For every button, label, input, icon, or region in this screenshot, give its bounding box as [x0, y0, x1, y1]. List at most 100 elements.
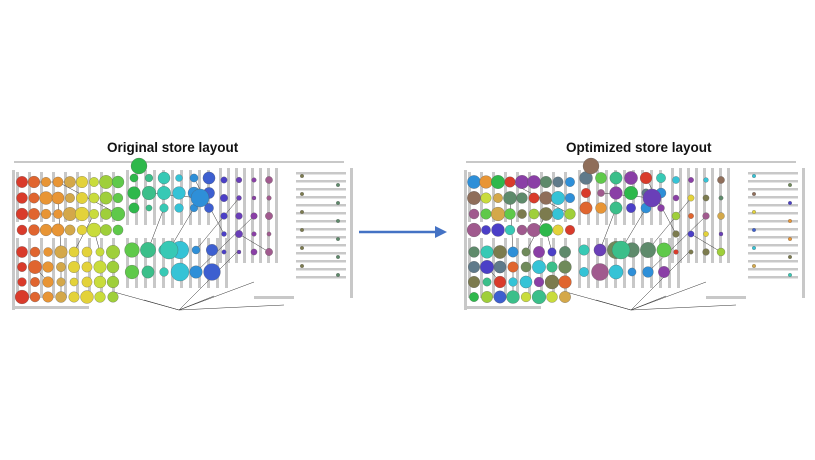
shelf [198, 238, 201, 288]
node [235, 212, 243, 220]
node [578, 244, 590, 256]
node [540, 176, 552, 188]
node [469, 292, 479, 302]
node [336, 255, 340, 259]
node [479, 175, 493, 189]
shelf [578, 170, 581, 225]
node [28, 208, 40, 220]
edge [143, 299, 180, 311]
node [546, 291, 558, 303]
shelf [296, 236, 346, 239]
node [482, 277, 492, 287]
shelf [605, 238, 608, 288]
edge [630, 249, 692, 311]
node [80, 290, 94, 304]
node [124, 264, 140, 280]
shelf [216, 238, 219, 288]
node [204, 203, 214, 213]
node [467, 175, 481, 189]
node [30, 277, 40, 287]
node [539, 191, 553, 205]
node [467, 191, 481, 205]
node [528, 192, 540, 204]
shelf [296, 252, 346, 255]
node [702, 212, 710, 220]
shelf [296, 276, 346, 279]
node [100, 224, 112, 236]
node [507, 246, 519, 258]
node [172, 186, 186, 200]
shelf [641, 170, 644, 225]
node [88, 192, 100, 204]
node [752, 192, 756, 196]
node [144, 173, 154, 183]
node [491, 223, 505, 237]
shelf [679, 168, 682, 263]
node [519, 275, 533, 289]
node [595, 172, 607, 184]
shelf [641, 238, 644, 288]
edge [178, 304, 285, 311]
node [206, 244, 218, 256]
node [99, 191, 113, 205]
node [517, 209, 527, 219]
node [53, 209, 63, 219]
node [64, 224, 76, 236]
node [251, 177, 257, 183]
node [221, 249, 227, 255]
node [597, 189, 605, 197]
node [16, 176, 28, 188]
shelf [296, 260, 346, 263]
node [533, 276, 545, 288]
shelf [171, 238, 174, 288]
node [107, 291, 119, 303]
node [642, 266, 654, 278]
node [468, 208, 480, 220]
shelf [296, 244, 346, 247]
node [64, 176, 76, 188]
shelf [296, 220, 346, 223]
node [468, 246, 480, 258]
shelf [296, 196, 346, 199]
node [94, 291, 106, 303]
shelf [12, 170, 15, 310]
edge [595, 299, 632, 311]
node [491, 175, 505, 189]
node [300, 264, 304, 268]
node [579, 201, 593, 215]
node [43, 247, 53, 257]
node [493, 245, 507, 259]
shelf [668, 238, 671, 288]
shelf [748, 244, 798, 247]
shelf [695, 168, 698, 263]
node [703, 231, 709, 237]
node [552, 224, 564, 236]
node [480, 245, 494, 259]
node [656, 173, 666, 183]
shelf [225, 238, 228, 288]
shelf [614, 238, 617, 288]
node [41, 177, 51, 187]
node [639, 171, 653, 185]
node [716, 247, 726, 257]
shelf [748, 204, 798, 207]
node [336, 219, 340, 223]
node [56, 262, 66, 272]
node [336, 273, 340, 277]
node [527, 175, 541, 189]
node [624, 186, 638, 200]
node [42, 276, 54, 288]
node [202, 171, 216, 185]
node [609, 186, 623, 200]
node [504, 208, 516, 220]
shelf [748, 172, 798, 175]
shelf [650, 238, 653, 288]
node [175, 174, 183, 182]
node [466, 222, 482, 238]
node [547, 247, 557, 257]
node [609, 201, 623, 215]
node [564, 208, 576, 220]
node [81, 276, 93, 288]
node [250, 212, 258, 220]
